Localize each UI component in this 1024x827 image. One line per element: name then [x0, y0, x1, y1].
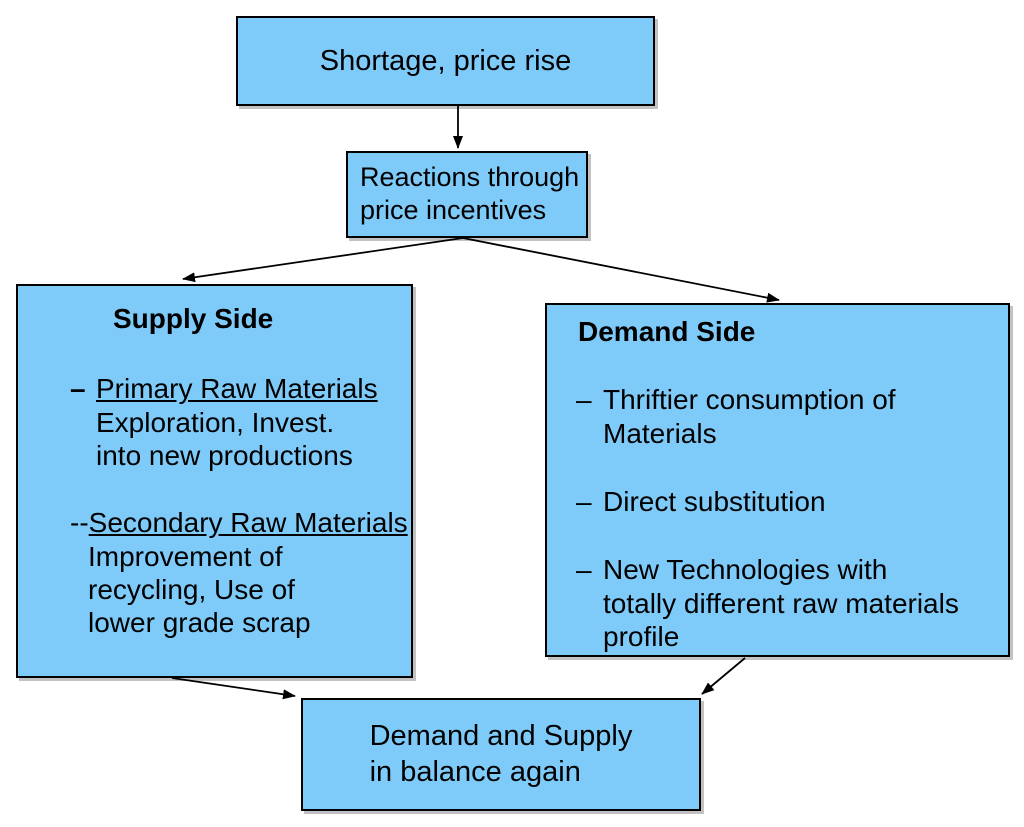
node-reactions-label: Reactions through price incentives: [360, 162, 580, 225]
supply-item-secondary: --Secondary Raw Materials Improvement of…: [70, 506, 411, 639]
node-shortage-label: Shortage, price rise: [319, 44, 572, 77]
arrow-demand-to-balance: [701, 657, 746, 695]
supply-item-secondary-headline: --Secondary Raw Materials: [70, 506, 411, 539]
node-reactions: Reactions through price incentives: [346, 151, 588, 238]
demand-item-thriftier-text: Thriftier consumption of Materials: [603, 384, 896, 449]
demand-item-technologies-text: New Technologies with totally different …: [603, 554, 959, 652]
arrow-reactions-to-demand: [462, 237, 780, 303]
demand-title: Demand Side: [578, 316, 756, 347]
supply-title: Supply Side: [113, 303, 274, 334]
supply-item-primary-heading: Primary Raw Materials: [96, 373, 378, 405]
supply-item-primary-text: Primary Raw Materials Exploration, Inves…: [96, 372, 378, 472]
arrow-supply-to-balance: [171, 677, 296, 700]
supply-item-primary: – Primary Raw Materials Exploration, Inv…: [70, 372, 411, 472]
node-demand: Demand Side – Thriftier consumption of M…: [545, 303, 1010, 657]
demand-item-thriftier: – Thriftier consumption of Materials: [576, 383, 1008, 450]
bullet-dash: –: [70, 373, 86, 405]
bullet-dash: –: [576, 554, 592, 586]
demand-item-substitution: – Direct substitution: [576, 485, 1008, 518]
supply-item-secondary-heading: Secondary Raw Materials: [88, 507, 408, 539]
supply-item-primary-body: Exploration, Invest. into new production…: [96, 406, 353, 471]
node-shortage: Shortage, price rise: [236, 16, 655, 106]
node-balance-label: Demand and Supply in balance again: [369, 720, 633, 788]
node-balance: Demand and Supply in balance again: [301, 698, 701, 811]
bullet-dash: –: [576, 485, 592, 517]
demand-item-substitution-text: Direct substitution: [603, 485, 826, 517]
bullet-dash: --: [70, 507, 89, 539]
bullet-dash: –: [576, 384, 592, 416]
node-supply: Supply Side – Primary Raw Materials Expl…: [16, 284, 413, 678]
supply-item-secondary-body: Improvement of recycling, Use of lower g…: [88, 540, 311, 639]
demand-item-technologies: – New Technologies with totally differen…: [576, 553, 1008, 653]
arrow-reactions-to-supply: [182, 237, 464, 283]
